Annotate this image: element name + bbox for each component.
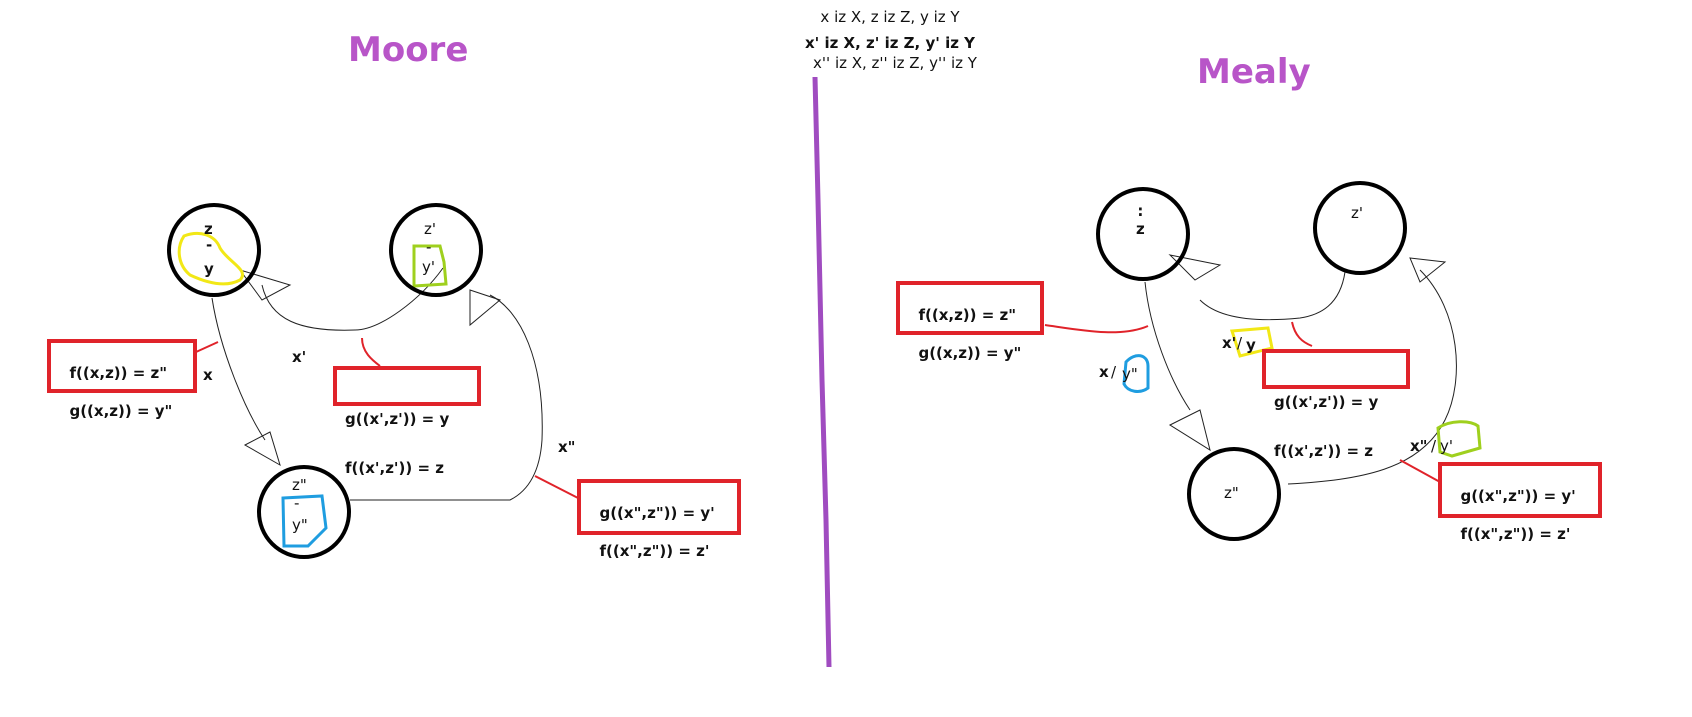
moore-edge-label-x1: x' xyxy=(292,348,307,366)
legend-line-1: x iz X, z iz Z, y iz Y xyxy=(820,8,960,26)
moore-box-3-line2: f((x",z")) = z' xyxy=(599,542,710,560)
moore-connector-2 xyxy=(361,337,381,367)
mealy-edge-z-to-z2 xyxy=(1144,281,1191,411)
moore-s1-state: z xyxy=(204,220,213,238)
mealy-e1-output: y" xyxy=(1122,365,1138,383)
mealy-state-z xyxy=(1096,187,1190,281)
moore-s3-output: y" xyxy=(292,516,308,534)
mealy-s1-label: : z xyxy=(1136,202,1145,238)
moore-edge-z2-to-z1 xyxy=(350,294,543,501)
mealy-title: Mealy xyxy=(1197,52,1311,92)
mealy-arrowhead-2 xyxy=(1168,254,1222,281)
mealy-box-1: f((x,z)) = z" g((x,z)) = y" xyxy=(896,281,1044,362)
mealy-e1-input: x xyxy=(1099,363,1109,381)
mealy-s3-label: z" xyxy=(1224,484,1239,502)
moore-highlight-y1 xyxy=(412,244,448,288)
moore-title: Moore xyxy=(348,30,469,70)
mealy-connector-2 xyxy=(1291,321,1313,347)
mealy-box-3: g((x",z")) = y' f((x",z")) = z' xyxy=(1438,462,1602,543)
moore-edge-z1-to-z xyxy=(261,267,444,331)
moore-edge-label-x2: x" xyxy=(558,438,576,456)
moore-s3-sep: - xyxy=(294,494,300,512)
legend-line-2: x' iz X, z' iz Z, y' iz Y xyxy=(804,34,976,52)
moore-box-1-line2: g((x,z)) = y" xyxy=(69,402,173,420)
moore-state-z xyxy=(167,203,261,297)
mealy-arrowhead-3 xyxy=(1409,257,1447,283)
moore-connector-1 xyxy=(195,341,219,353)
mealy-highlight-y1 xyxy=(1436,420,1482,458)
moore-state-z2 xyxy=(257,465,351,559)
mealy-arrowhead-1 xyxy=(1168,409,1211,452)
mealy-state-z2 xyxy=(1187,447,1281,541)
moore-highlight-y2 xyxy=(281,494,328,548)
moore-edge-z-to-z2 xyxy=(211,297,266,441)
mealy-connector-3 xyxy=(1399,459,1441,483)
mealy-edge-z2-to-z1 xyxy=(1287,269,1457,485)
moore-box-2-line1: g((x',z')) = y xyxy=(345,410,450,428)
mealy-box-2-line1: g((x',z')) = y xyxy=(1274,393,1379,411)
mealy-e3-input: x" xyxy=(1410,437,1428,455)
moore-s3-state: z" xyxy=(292,476,307,494)
divider-line xyxy=(812,76,832,668)
moore-arrowhead-3 xyxy=(469,289,502,327)
moore-s2-output: y' xyxy=(422,258,436,276)
moore-highlight-y xyxy=(177,232,244,286)
moore-box-2-line2: f((x',z')) = z xyxy=(345,459,444,477)
moore-box-3: g((x",z")) = y' f((x",z")) = z' xyxy=(577,479,741,560)
mealy-box-1-line2: g((x,z)) = y" xyxy=(918,344,1022,362)
moore-state-z1 xyxy=(389,203,483,297)
mealy-highlight-y2 xyxy=(1122,354,1150,393)
moore-s1-sep: - xyxy=(206,236,213,254)
moore-connector-3 xyxy=(534,475,579,499)
mealy-connector-1 xyxy=(1044,324,1149,334)
moore-edge-label-x: x xyxy=(203,366,213,384)
mealy-highlight-y xyxy=(1229,326,1274,358)
moore-box-1: f((x,z)) = z" g((x,z)) = y" xyxy=(47,339,197,420)
mealy-box-2-line2: f((x',z')) = z xyxy=(1274,442,1373,460)
mealy-e2-output: y xyxy=(1246,336,1256,354)
mealy-e3-slash: / xyxy=(1431,437,1437,455)
mealy-e1-slash: / xyxy=(1111,363,1117,381)
mealy-e2-input: x' xyxy=(1222,334,1237,352)
moore-arrowhead-1 xyxy=(243,431,281,467)
mealy-s2-label: z' xyxy=(1351,204,1363,222)
mealy-edge-z1-to-z xyxy=(1199,271,1346,321)
moore-box-2: g((x',z')) = y f((x',z')) = z xyxy=(333,366,481,477)
moore-arrowhead-2 xyxy=(238,269,292,301)
legend-line-3: x'' iz X, z'' iz Z, y'' iz Y xyxy=(813,54,977,72)
mealy-e3-output: y' xyxy=(1440,437,1454,455)
moore-s2-state: z' xyxy=(424,220,436,238)
mealy-state-z1 xyxy=(1313,181,1407,275)
moore-s1-output: y xyxy=(204,260,214,278)
mealy-e2-slash: / xyxy=(1237,334,1243,352)
moore-s2-sep: - xyxy=(426,238,432,256)
mealy-box-3-line2: f((x",z")) = z' xyxy=(1460,525,1571,543)
moore-box-3-line1: g((x",z")) = y' xyxy=(599,504,715,522)
mealy-box-2: g((x',z')) = y f((x',z')) = z xyxy=(1262,349,1410,460)
mealy-box-1-line1: f((x,z)) = z" xyxy=(918,306,1017,324)
mealy-box-3-line1: g((x",z")) = y' xyxy=(1460,487,1576,505)
moore-box-1-line1: f((x,z)) = z" xyxy=(69,364,168,382)
